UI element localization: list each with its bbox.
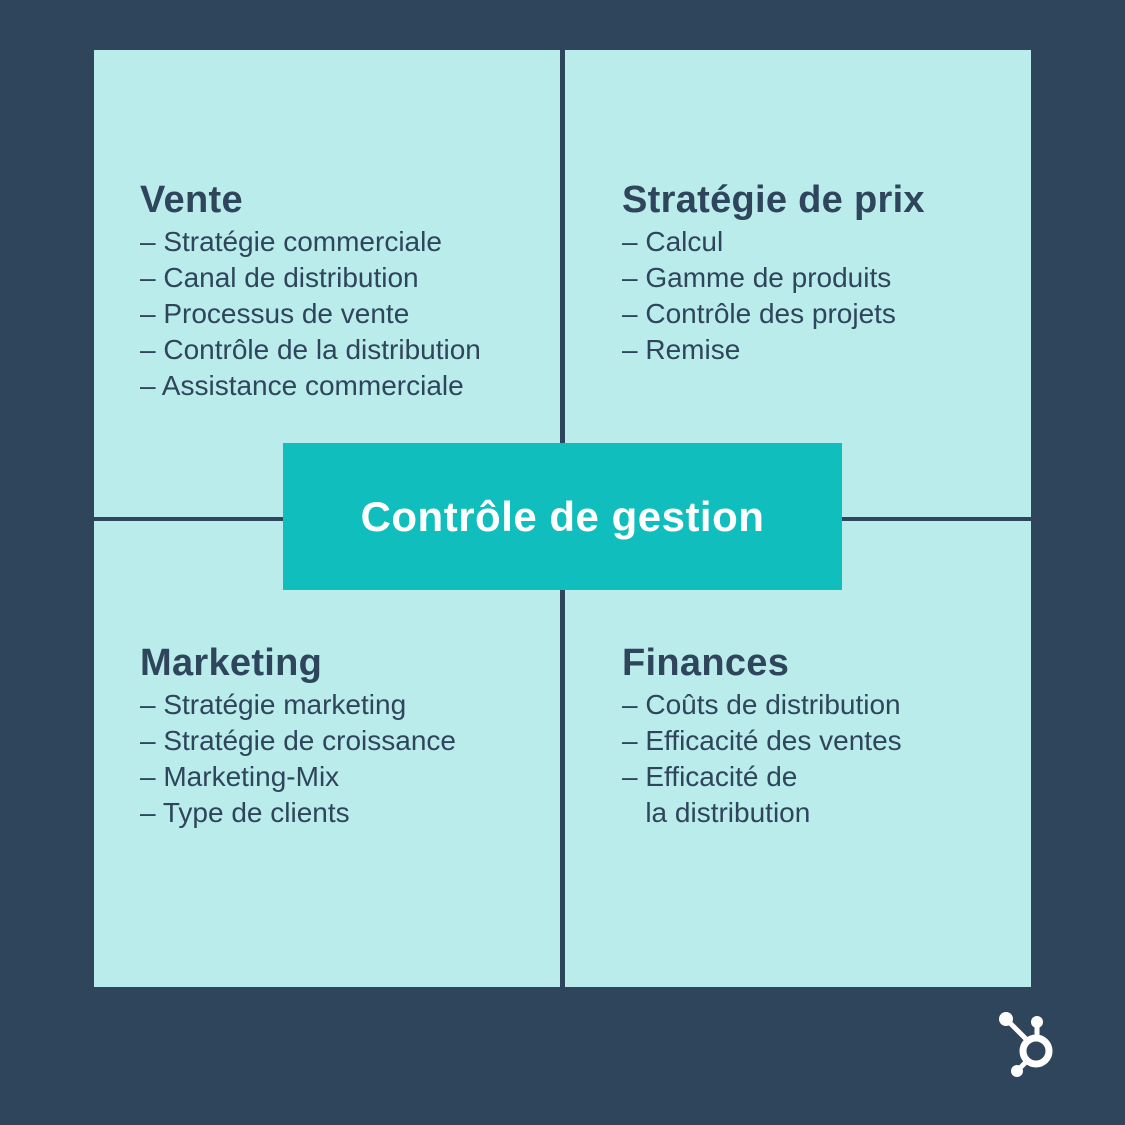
list-item: – Efficacité de bbox=[622, 761, 798, 792]
quadrant-marketing: Marketing – Stratégie marketing – Straté… bbox=[94, 521, 560, 987]
list-item: – Type de clients bbox=[140, 797, 350, 828]
item-list: – Coûts de distribution – Efficacité des… bbox=[622, 687, 902, 831]
list-item: – Marketing-Mix bbox=[140, 761, 340, 792]
list-item: – Canal de distribution bbox=[140, 262, 419, 293]
quadrant-finances: Finances – Coûts de distribution – Effic… bbox=[565, 521, 1031, 987]
quadrant-title: Marketing bbox=[140, 642, 323, 684]
quadrant-title: Vente bbox=[140, 179, 243, 221]
list-item: – Assistance commerciale bbox=[140, 370, 464, 401]
quadrant-title: Stratégie de prix bbox=[622, 179, 925, 221]
item-list: – Stratégie marketing – Stratégie de cro… bbox=[140, 687, 456, 831]
list-item: – Remise bbox=[622, 334, 741, 365]
quadrant-title: Finances bbox=[622, 642, 790, 684]
diagram-grid: Vente – Stratégie commerciale – Canal de… bbox=[94, 50, 1031, 987]
list-item: – Stratégie marketing bbox=[140, 689, 407, 720]
center-label: Contrôle de gestion bbox=[360, 492, 765, 540]
item-list: – Stratégie commerciale – Canal de distr… bbox=[140, 224, 481, 404]
quadrant-vente: Vente – Stratégie commerciale – Canal de… bbox=[94, 50, 560, 517]
list-item: la distribution bbox=[622, 797, 811, 828]
list-item: – Stratégie commerciale bbox=[140, 226, 442, 257]
quadrant-strategie-de-prix: Stratégie de prix – Calcul – Gamme de pr… bbox=[565, 50, 1031, 517]
list-item: – Coûts de distribution bbox=[622, 689, 901, 720]
item-list: – Calcul – Gamme de produits – Contrôle … bbox=[622, 224, 925, 368]
list-item: – Contrôle de la distribution bbox=[140, 334, 481, 365]
hubspot-sprocket-icon bbox=[999, 1012, 1053, 1077]
list-item: – Stratégie de croissance bbox=[140, 725, 456, 756]
list-item: – Gamme de produits bbox=[622, 262, 892, 293]
list-item: – Efficacité des ventes bbox=[622, 725, 902, 756]
list-item: – Contrôle des projets bbox=[622, 298, 896, 329]
center-box: Contrôle de gestion bbox=[283, 443, 842, 590]
list-item: – Processus de vente bbox=[140, 298, 410, 329]
list-item: – Calcul bbox=[622, 226, 724, 257]
